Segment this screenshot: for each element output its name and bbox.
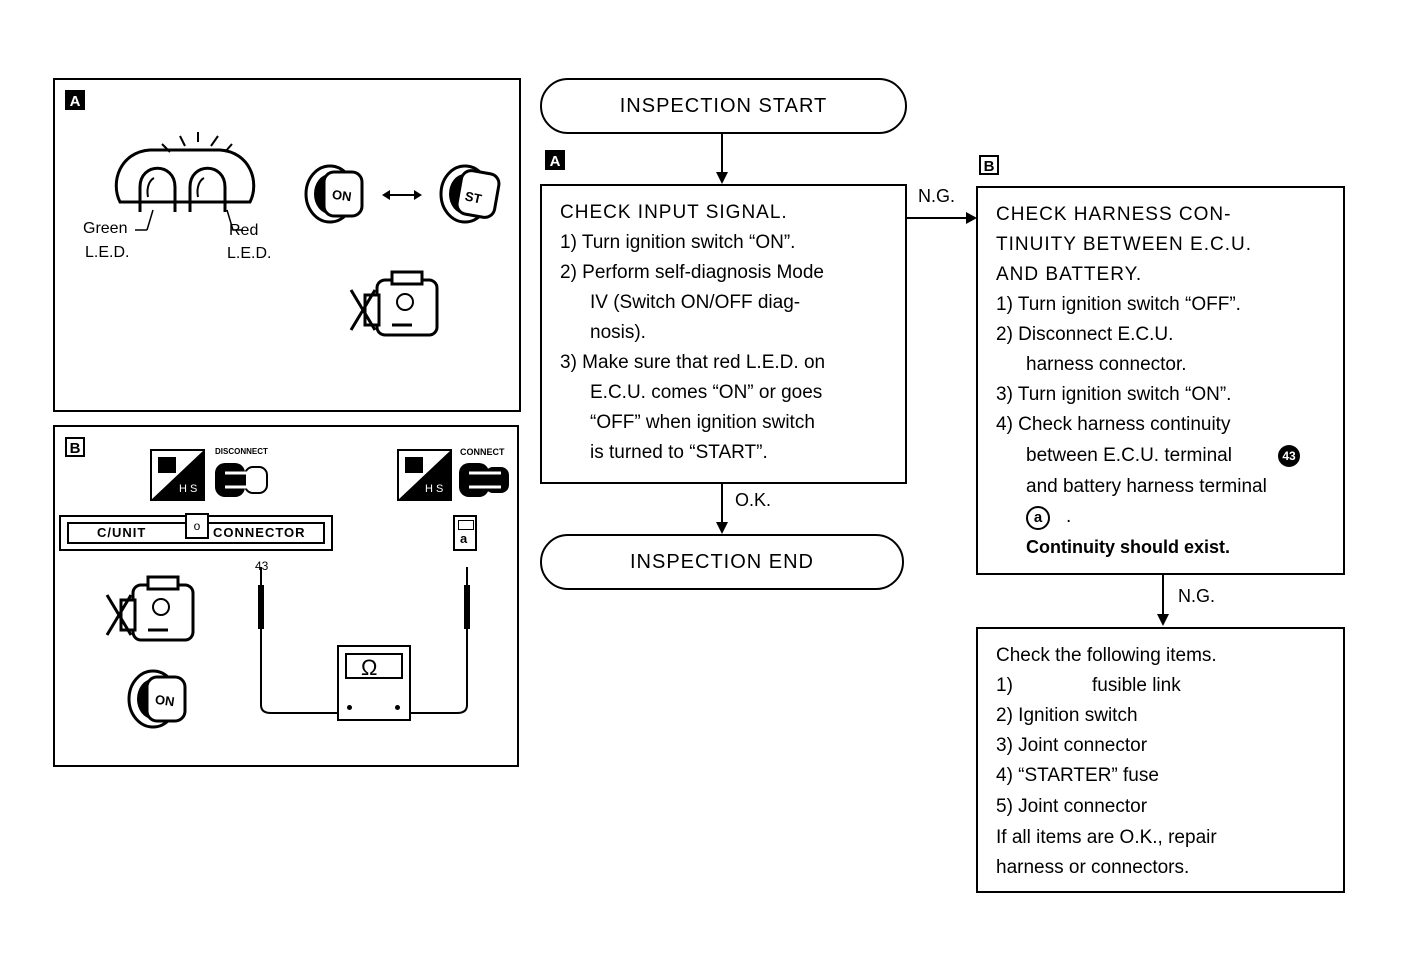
terminal-43-label: 43 <box>255 559 269 573</box>
ignition-key-on-icon <box>304 164 364 224</box>
box-a-line-4: nosis). <box>590 322 646 343</box>
panel-b: B H S DISCONNECT H S CONNECT C/UNIT CONN… <box>53 425 519 767</box>
connector-label: CONNECTOR <box>213 525 306 540</box>
ng-label-2: N.G. <box>1178 586 1216 606</box>
cunit-label: C/UNIT <box>97 525 147 540</box>
switch-arrow-icon <box>382 190 422 200</box>
battery-terminal-a-label: a <box>460 531 468 546</box>
check-following-items-box: Check the following items. 1) fusible li… <box>976 627 1345 893</box>
box-c-line-3: 3) Joint connector <box>996 735 1148 756</box>
disconnect-label: DISCONNECT <box>215 447 268 456</box>
hs-label-2: H S <box>425 483 444 495</box>
flow-tag-b: B <box>979 155 999 175</box>
box-a-line-5: 3) Make sure that red L.E.D. on <box>560 352 826 373</box>
inspection-start: INSPECTION START <box>540 78 907 134</box>
box-a-line-2: 2) Perform self-diagnosis Mode <box>560 262 824 283</box>
ohmmeter-icon <box>337 645 411 721</box>
box-b-line-4: 3) Turn ignition switch “ON”. <box>996 384 1232 405</box>
box-c-line-6: If all items are O.K., repair <box>996 827 1217 848</box>
box-b-period: . <box>1066 506 1072 527</box>
disconnect-plug-icon <box>215 463 268 497</box>
panel-b-tag: B <box>65 437 85 457</box>
box-b-title-1: CHECK HARNESS CON- <box>996 204 1232 225</box>
connect-plug-icon <box>459 463 509 497</box>
box-b-line-8: Continuity should exist. <box>1026 537 1231 557</box>
ohmmeter-probe-wires <box>258 567 470 714</box>
engine-icon-2 <box>105 575 195 642</box>
panel-a: A Green L.E.D. Red L.E.D. ON ST <box>53 78 521 412</box>
box-b-line-7: and battery harness terminal <box>1026 476 1267 497</box>
red-led-label: Red <box>229 222 259 239</box>
box-a-line-3: IV (Switch ON/OFF diag- <box>590 292 801 313</box>
box-b-line-6: between E.C.U. terminal <box>1026 445 1232 466</box>
box-c-line-4: 4) “STARTER” fuse <box>996 765 1159 786</box>
box-a-line-8: is turned to “START”. <box>590 442 768 463</box>
battery-terminal-icon <box>453 515 477 551</box>
led-unit-icon <box>114 132 256 212</box>
green-led-label-2: L.E.D. <box>85 244 130 261</box>
ignition-key-on-icon-2 <box>127 669 187 729</box>
red-led-label-2: L.E.D. <box>227 245 272 262</box>
led-leader-lines <box>135 209 243 231</box>
hs-label-1: H S <box>179 483 198 495</box>
flow-tag-a: A <box>545 150 565 170</box>
panel-a-tag: A <box>65 90 85 110</box>
engine-icon <box>349 270 439 337</box>
ignition-key-start-icon <box>439 164 501 224</box>
ng-label-1: N.G. <box>918 186 956 206</box>
terminal-43-badge: 43 <box>1278 445 1300 467</box>
check-harness-continuity-box: CHECK HARNESS CON- TINUITY BETWEEN E.C.U… <box>976 186 1345 575</box>
connect-label: CONNECT <box>460 447 505 457</box>
box-b-line-5: 4) Check harness continuity <box>996 414 1231 435</box>
hs-ignition-off-icon <box>150 449 205 501</box>
box-c-line-2: 2) Ignition switch <box>996 705 1138 726</box>
box-a-line-1: 1) Turn ignition switch “ON”. <box>560 232 796 253</box>
ok-label: O.K. <box>735 490 772 510</box>
ohm-symbol: Ω <box>361 655 378 680</box>
box-c-line-1-num: 1) <box>996 675 1013 696</box>
box-b-line-1: 1) Turn ignition switch “OFF”. <box>996 294 1241 315</box>
box-b-title-2: TINUITY BETWEEN E.C.U. <box>996 234 1253 255</box>
box-c-line-5: 5) Joint connector <box>996 796 1148 817</box>
green-led-label: Green <box>83 220 128 237</box>
box-a-line-6: E.C.U. comes “ON” or goes <box>590 382 823 403</box>
box-b-title-3: AND BATTERY. <box>996 264 1143 285</box>
hs-ignition-off-icon-2 <box>397 449 452 501</box>
inspection-end: INSPECTION END <box>540 534 904 590</box>
box-a-line-7: “OFF” when ignition switch <box>590 412 815 433</box>
connector-terminal-box: o <box>185 513 209 539</box>
box-a-title: CHECK INPUT SIGNAL. <box>560 202 788 223</box>
box-c-line-1-text: fusible link <box>1092 675 1181 696</box>
terminal-a-badge: a <box>1026 506 1050 530</box>
box-b-line-3: harness connector. <box>1026 354 1187 375</box>
check-input-signal-box: CHECK INPUT SIGNAL. 1) Turn ignition swi… <box>540 184 907 484</box>
box-b-line-2: 2) Disconnect E.C.U. <box>996 324 1174 345</box>
box-c-title: Check the following items. <box>996 645 1217 666</box>
box-c-line-7: harness or connectors. <box>996 857 1190 878</box>
